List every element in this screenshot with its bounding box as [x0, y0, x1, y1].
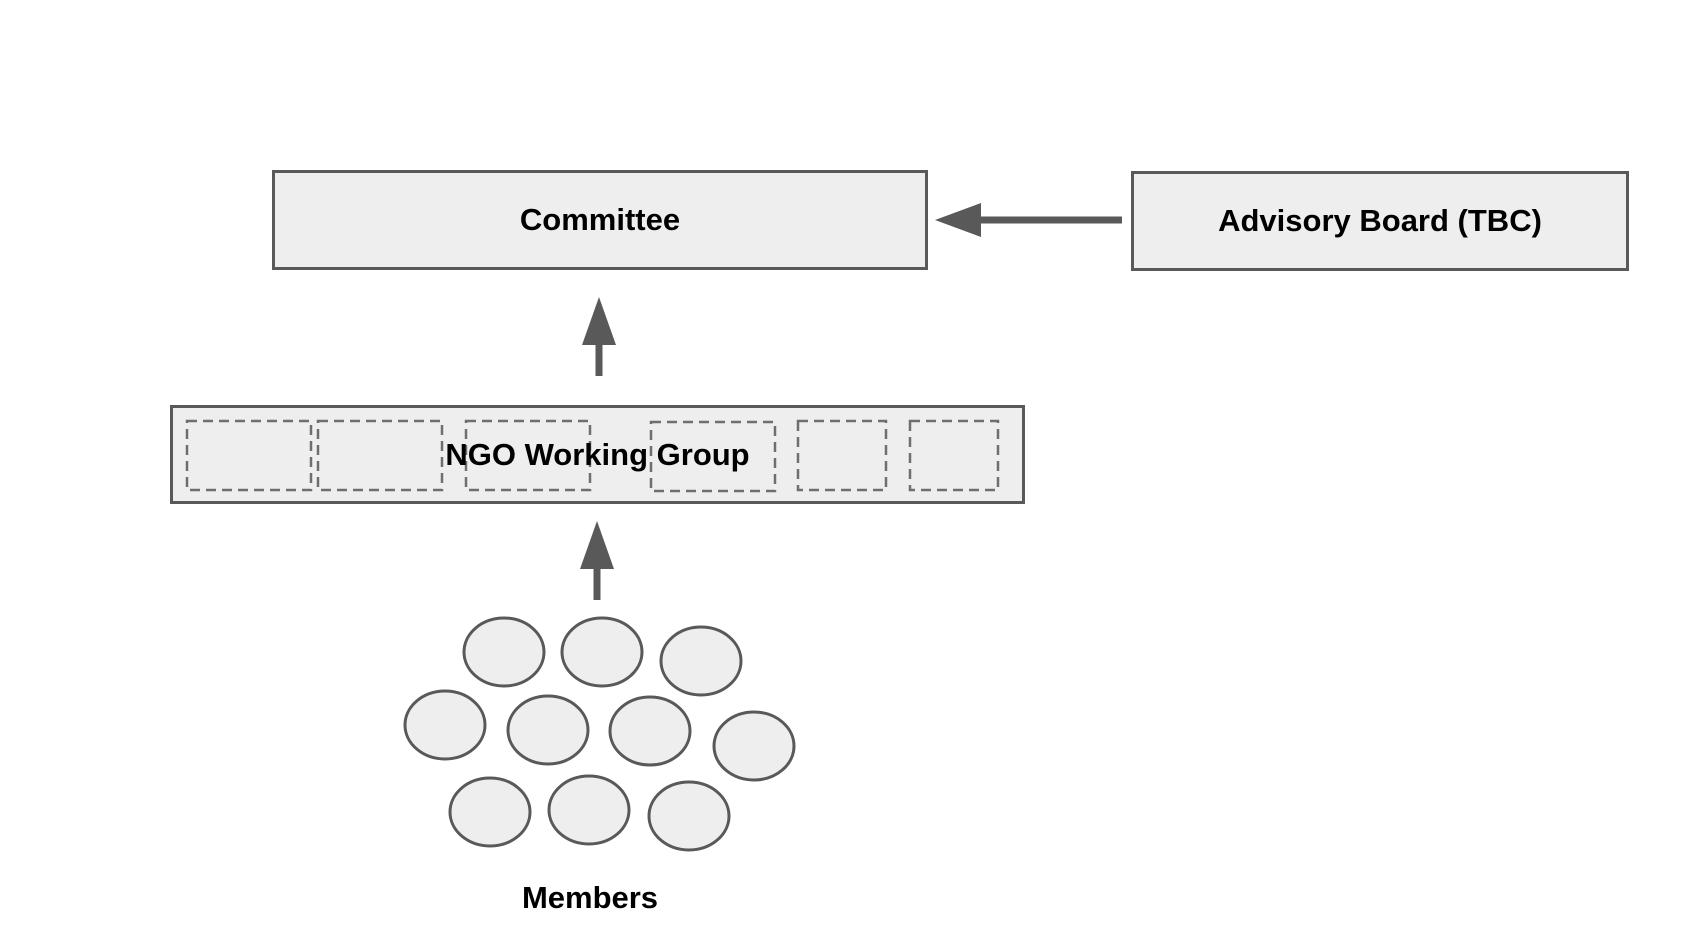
advisory-board-label: Advisory Board (TBC): [1218, 203, 1542, 238]
ngo-working-group-box: NGO Working Group: [170, 405, 1025, 504]
members-group: [403, 616, 796, 852]
member-circle: [608, 695, 692, 767]
member-circle: [547, 774, 631, 846]
member-circle: [560, 616, 644, 688]
arrow-members-to-ngo: [580, 521, 614, 600]
sub-group-6: [908, 419, 1000, 492]
member-circle: [506, 694, 590, 766]
member-circle: [659, 625, 743, 697]
member-circle: [448, 776, 532, 848]
member-circle: [712, 710, 796, 782]
advisory-board-box: Advisory Board (TBC): [1131, 171, 1629, 271]
committee-label: Committee: [519, 202, 681, 237]
arrow-ngo-to-committee: [582, 297, 616, 376]
ngo-sub-groups: [185, 419, 1000, 493]
ngo-working-group-label: NGO Working Group: [445, 436, 750, 472]
sub-group-5: [796, 419, 888, 492]
arrow-advisory-to-committee: [935, 203, 1122, 237]
committee-box: Committee: [272, 170, 928, 270]
member-circle: [403, 689, 487, 761]
members-label: Members: [521, 880, 659, 915]
member-circle: [462, 616, 546, 688]
member-circle: [647, 780, 731, 852]
